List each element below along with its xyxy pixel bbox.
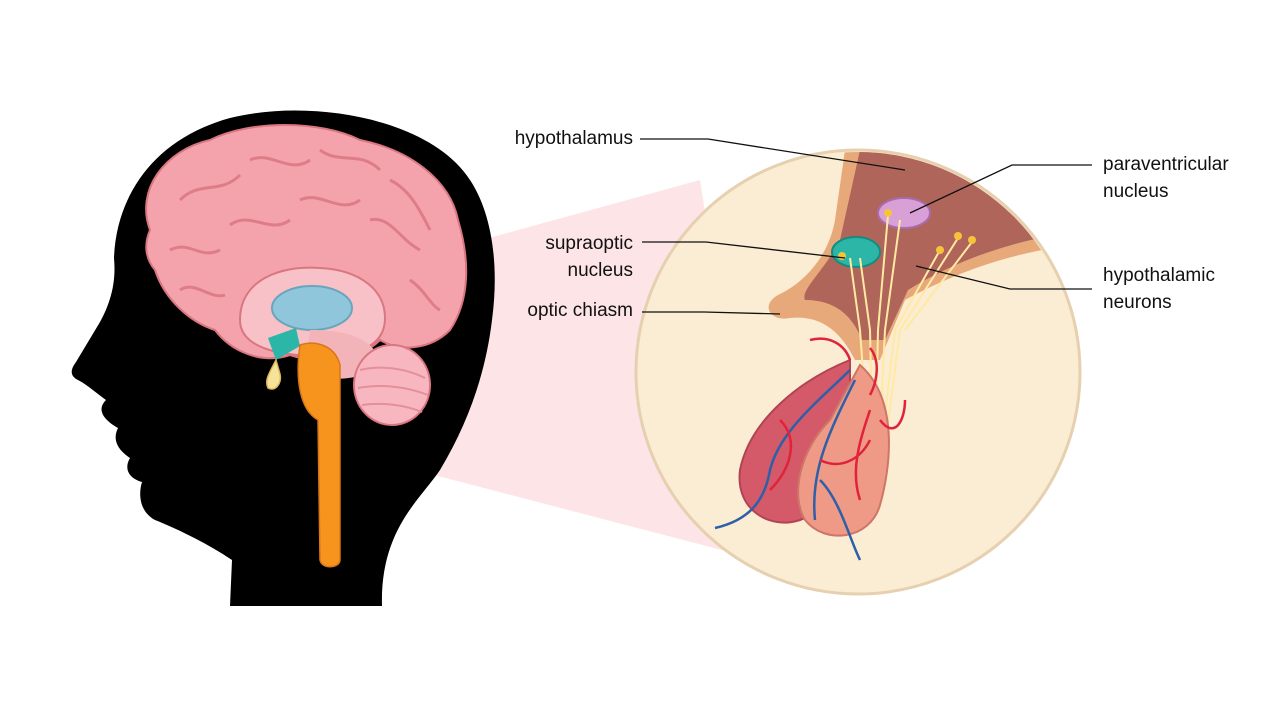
label-supraoptic-line1: supraoptic	[545, 233, 633, 254]
ventricle	[271, 285, 353, 331]
leader-lines	[640, 138, 1092, 315]
label-paraventricular-line2: nucleus	[1103, 181, 1169, 202]
label-paraventricular-nucleus: paraventricular nucleus	[1103, 151, 1229, 205]
label-hypothalamic-neurons: hypothalamic neurons	[1103, 262, 1215, 316]
label-optic-chiasm: optic chiasm	[527, 300, 633, 321]
label-paraventricular-line1: paraventricular	[1103, 154, 1229, 175]
magnified-view	[634, 148, 1082, 596]
brain-illustration	[145, 124, 468, 568]
label-hypothalamic-neurons-line1: hypothalamic	[1103, 265, 1215, 286]
paraventricular-nucleus	[877, 197, 931, 229]
label-hypothalamus: hypothalamus	[514, 128, 633, 149]
supraoptic-nucleus	[831, 236, 881, 268]
label-hypothalamic-neurons-line2: neurons	[1103, 292, 1172, 313]
label-supraoptic-nucleus: supraoptic nucleus	[470, 230, 633, 284]
label-supraoptic-line2: nucleus	[567, 260, 634, 281]
